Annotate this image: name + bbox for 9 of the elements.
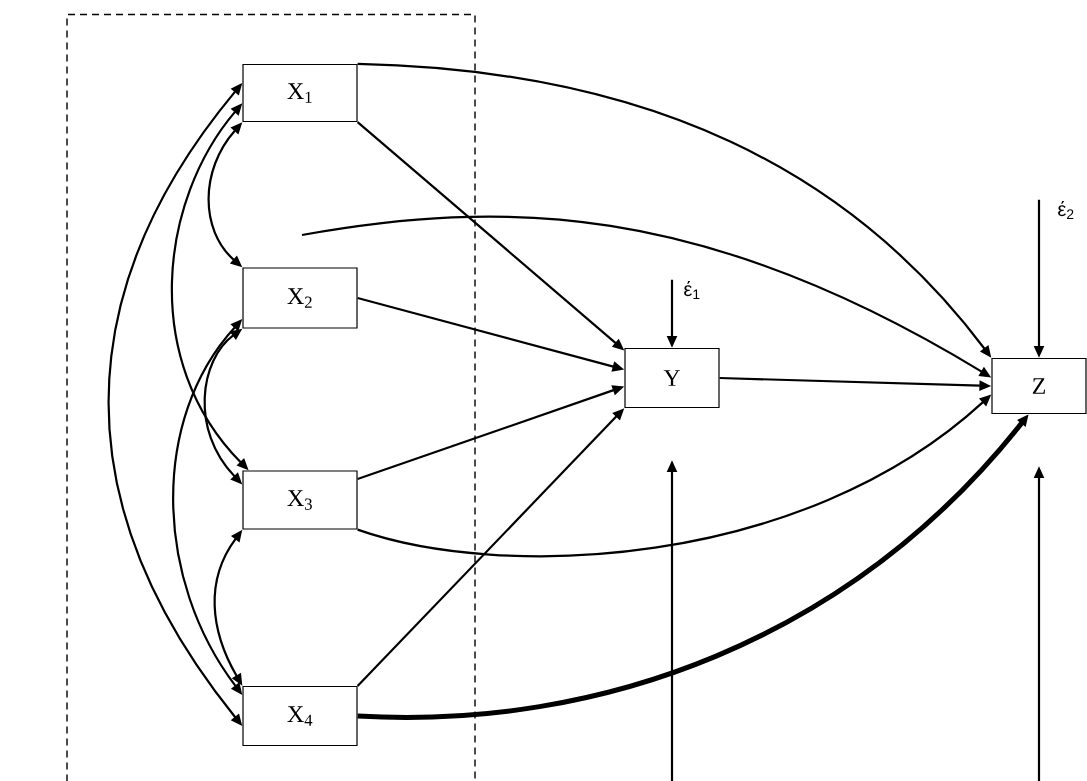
variable-box: X$_{1}$ <box>242 63 358 123</box>
variable-box: Y <box>624 347 720 409</box>
variable-box: X$_{4}$ <box>242 685 358 747</box>
variable-box: X$_{2}$ <box>242 267 358 329</box>
error-label: έ$_{2}$ <box>1058 200 1074 220</box>
variable-box: Z <box>991 357 1087 415</box>
variable-box: X$_{3}$ <box>242 470 358 530</box>
dashed-frame <box>66 13 476 781</box>
error-label: έ$_{1}$ <box>684 280 700 300</box>
